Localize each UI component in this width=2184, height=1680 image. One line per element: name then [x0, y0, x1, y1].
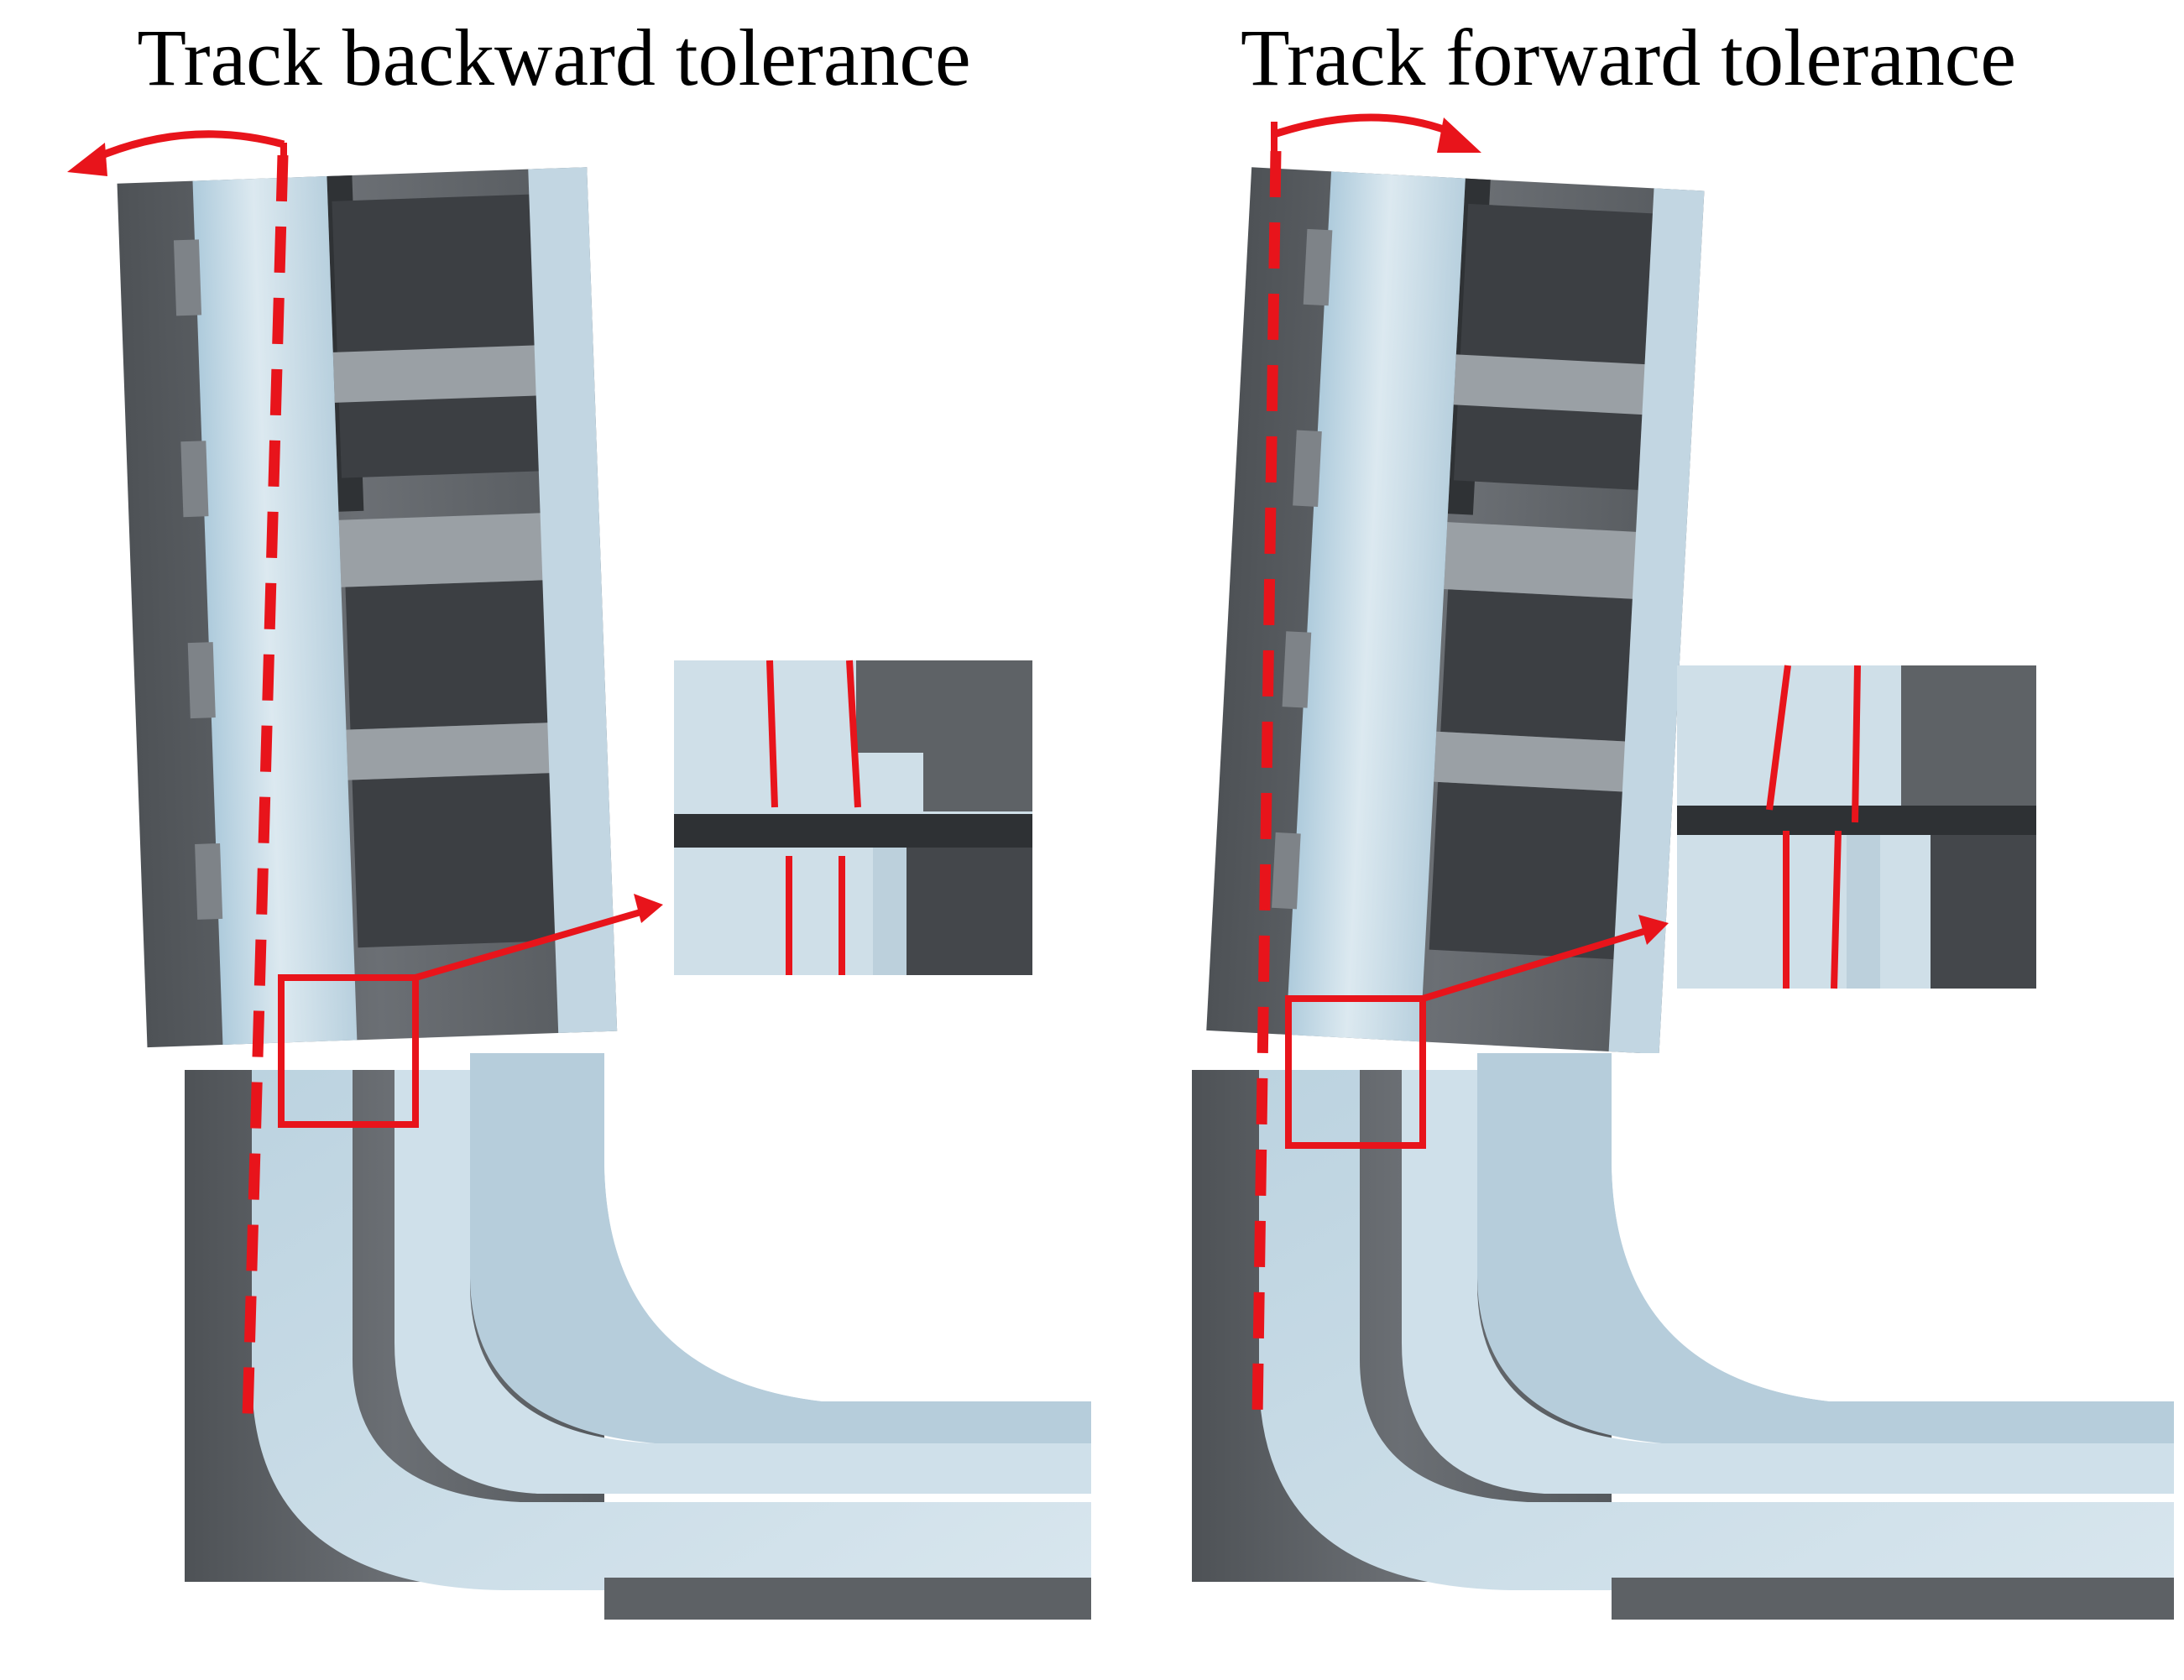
left-zoom-box — [278, 974, 419, 1128]
right-panel — [1192, 113, 2182, 1620]
right-upper-frame — [1206, 167, 1705, 1055]
left-lower-frame — [185, 1053, 1091, 1620]
left-callout-arrow-icon — [414, 894, 663, 981]
left-rotate-arrow-icon — [67, 130, 287, 176]
right-inset-detail — [1677, 665, 2036, 989]
right-lower-frame — [1192, 1053, 2182, 1620]
right-zoom-box — [1285, 995, 1426, 1149]
right-callout-arrow-icon — [1421, 915, 1669, 1002]
left-panel — [67, 130, 1091, 1620]
right-rotate-arrow-icon — [1271, 113, 1481, 159]
left-panel-title: Track backward tolerance — [137, 13, 971, 102]
left-inset-detail — [674, 660, 1032, 975]
right-panel-title: Track forward tolerance — [1240, 13, 2017, 102]
left-upper-frame — [117, 167, 618, 1048]
